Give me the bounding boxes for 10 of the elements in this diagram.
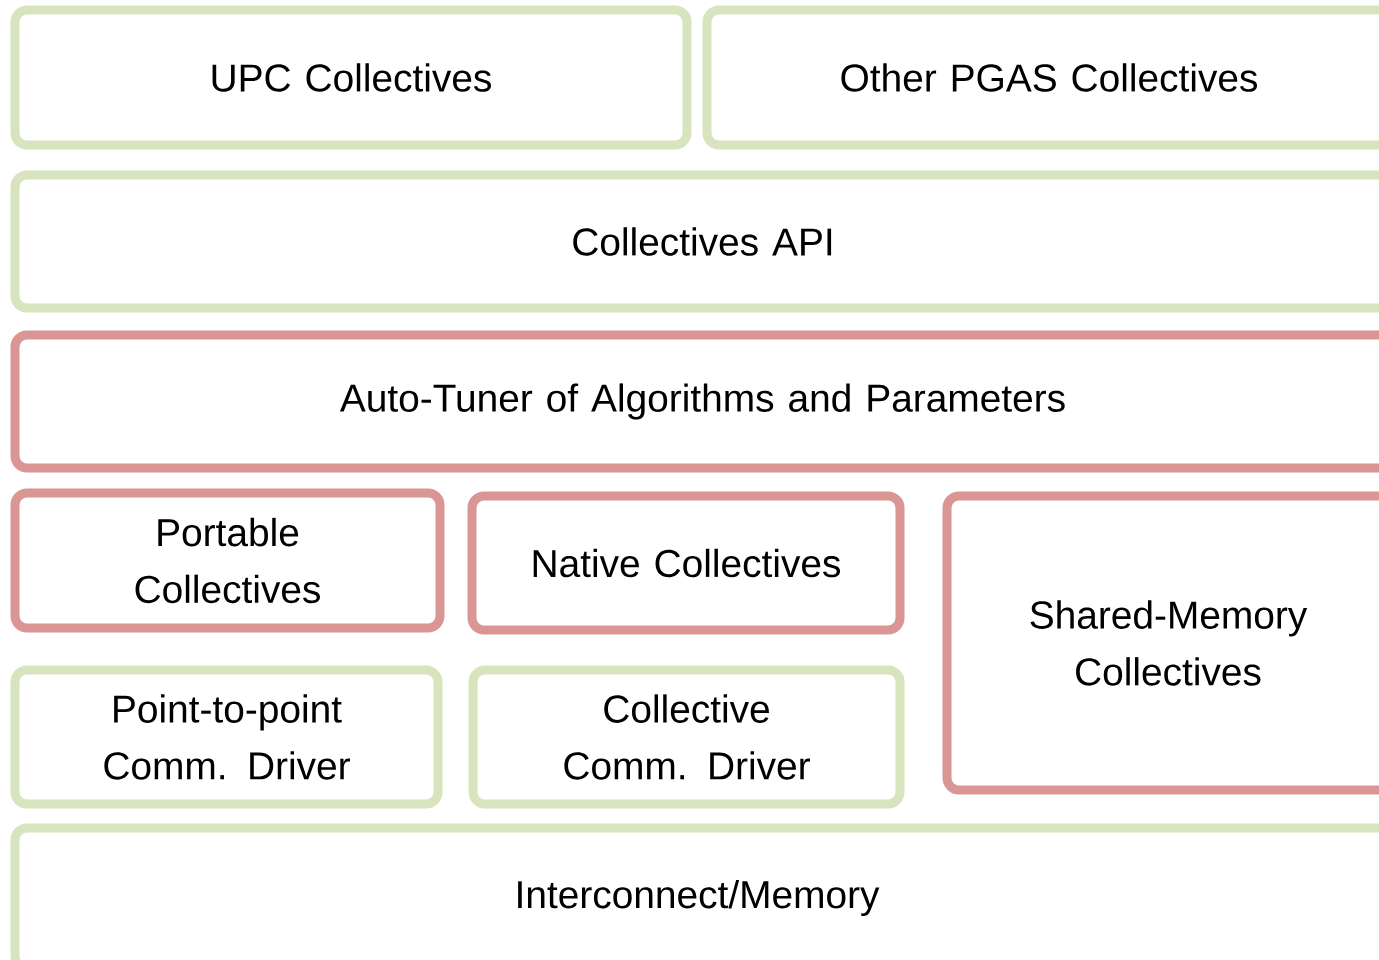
layer-box: Other PGAS Collectives [702, 5, 1379, 150]
layer-box: Shared-Memory Collectives [942, 491, 1379, 795]
layer-box: UPC Collectives [10, 5, 692, 150]
layer-box: Interconnect/Memory [10, 823, 1379, 960]
layer-box: Collectives API [10, 170, 1379, 313]
layer-box: Collective Comm. Driver [468, 665, 905, 809]
layer-box: Portable Collectives [10, 488, 445, 633]
layer-box: Auto-Tuner of Algorithms and Parameters [10, 330, 1379, 473]
layer-box: Point-to-point Comm. Driver [10, 665, 443, 809]
layer-box: Native Collectives [467, 491, 905, 635]
